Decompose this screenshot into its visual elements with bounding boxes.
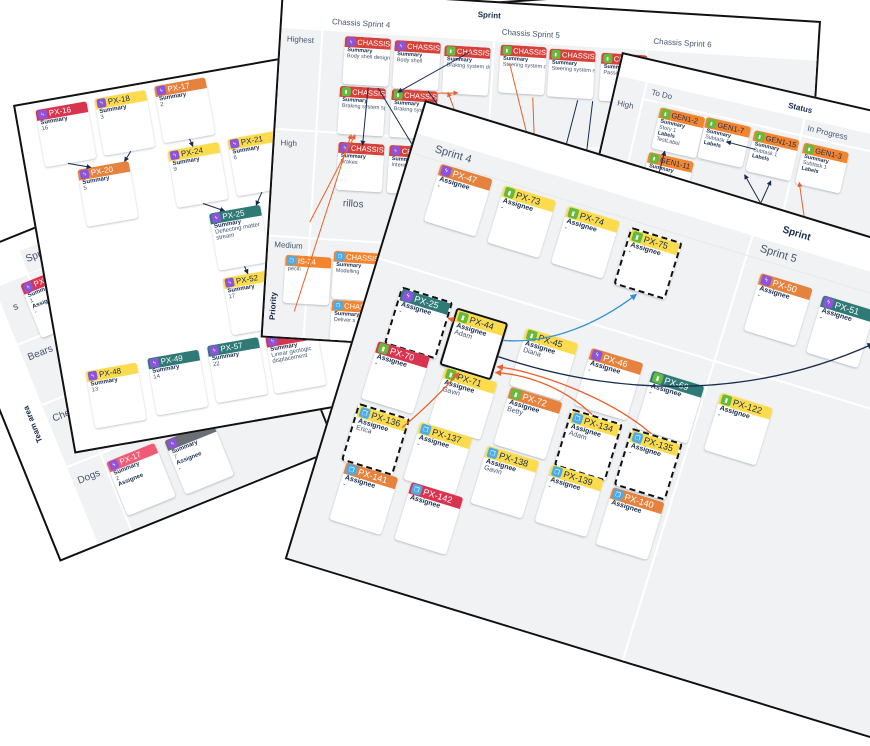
lightning-icon: ϟ xyxy=(37,109,48,120)
bookmark-icon: ▮ xyxy=(551,49,561,59)
bookmark-icon: ▮ xyxy=(341,87,351,97)
column-header: Chassis Sprint 5 xyxy=(501,27,561,41)
board-header: Sprint xyxy=(781,224,812,244)
bookmark-icon: ▮ xyxy=(660,108,671,119)
lightning-icon: ϟ xyxy=(208,345,220,356)
bookmark-icon: ▮ xyxy=(706,118,717,129)
dependency-arrows xyxy=(647,140,810,252)
lightning-icon: ϟ xyxy=(87,370,98,381)
bookmark-icon: ▮ xyxy=(804,144,815,155)
issue-key: IS-24 xyxy=(297,256,317,267)
axis-label: Priority xyxy=(267,291,279,321)
lightning-icon: ϟ xyxy=(391,146,401,156)
bookmark-icon: ▮ xyxy=(754,131,765,142)
dependency-arrows xyxy=(67,138,263,275)
lightning-icon: ϟ xyxy=(224,277,235,288)
lightning-icon: ϟ xyxy=(396,41,406,51)
lightning-icon: ϟ xyxy=(340,143,350,153)
bookmark-icon: ▮ xyxy=(603,54,613,64)
column-header: Chassis Sprint 6 xyxy=(653,36,712,50)
dependency-arrow[interactable] xyxy=(123,150,132,162)
dependency-arrows xyxy=(293,51,623,362)
bookmark-icon: ▮ xyxy=(446,46,456,56)
lightning-icon: ϟ xyxy=(210,212,222,224)
lane-label: rillos xyxy=(342,198,364,211)
dependency-arrow[interactable] xyxy=(254,191,264,206)
lightning-icon: ϟ xyxy=(229,138,240,149)
dependency-arrows xyxy=(401,293,870,435)
row-label: Medium xyxy=(274,240,304,251)
bookmark-icon: ▮ xyxy=(502,45,512,55)
subtask-icon: ❐ xyxy=(287,256,297,266)
row-label: Highest xyxy=(286,34,315,46)
subtask-icon: ❐ xyxy=(333,301,343,311)
lightning-icon: ϟ xyxy=(149,357,160,369)
board-header: Status xyxy=(787,100,814,116)
bookmark-icon: ▮ xyxy=(649,153,660,164)
lightning-icon: ϟ xyxy=(169,149,180,161)
subtask-icon: ❐ xyxy=(335,252,345,262)
lightning-icon: ϟ xyxy=(96,97,107,109)
row-label: High xyxy=(280,138,298,149)
axis-label: Team area xyxy=(21,404,45,445)
lightning-icon: ϟ xyxy=(156,85,167,96)
lightning-icon: ϟ xyxy=(79,168,90,180)
board-header: Sprint xyxy=(477,10,502,21)
column-header: Chassis Sprint 4 xyxy=(331,17,391,30)
lightning-icon: ϟ xyxy=(346,37,356,47)
bookmark-icon: ▮ xyxy=(393,90,403,100)
